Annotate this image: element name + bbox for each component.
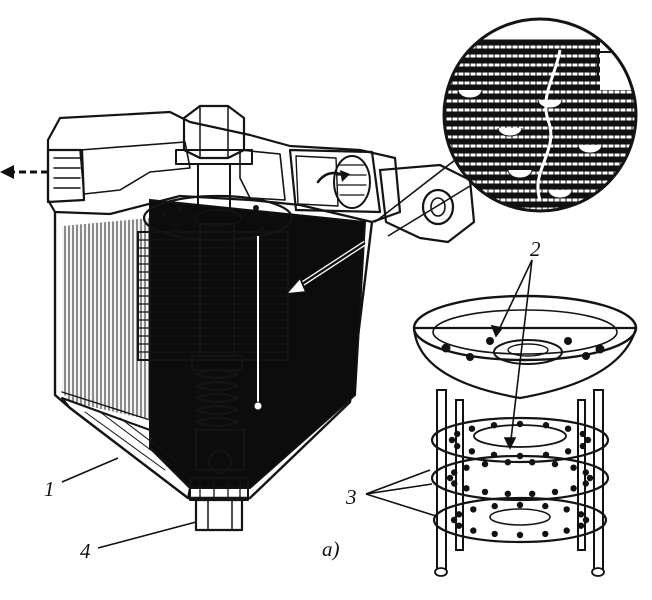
- washer-hole: [584, 436, 592, 444]
- filter-assembly: [0, 104, 476, 532]
- lens-flow-gap: [507, 169, 533, 179]
- washer-hole: [516, 501, 524, 509]
- washer-hole: [563, 506, 570, 513]
- washer-hole: [516, 452, 524, 460]
- label-3: 3: [345, 485, 357, 509]
- washer-hole: [504, 490, 511, 497]
- washer-plate-3c: [430, 416, 610, 464]
- washer-hole: [582, 516, 590, 524]
- washer-hole: [582, 480, 589, 487]
- washer-hole: [579, 442, 586, 450]
- washer-hole: [564, 448, 572, 455]
- washer-hole: [470, 506, 477, 513]
- spring: [191, 355, 243, 430]
- washer-hole: [481, 488, 489, 496]
- washer-hole: [491, 502, 498, 510]
- lens-layer-stripe: [444, 75, 636, 82]
- lens-layer-stripe: [444, 66, 636, 73]
- drain-plug: [189, 429, 249, 532]
- washer-hole: [582, 469, 589, 476]
- washer-hole: [451, 480, 458, 487]
- washer-hole: [542, 422, 550, 429]
- lens-flow-path: [536, 49, 562, 201]
- washer-hole: [491, 530, 498, 538]
- washer-hole: [570, 464, 577, 471]
- washer-hole: [468, 425, 476, 432]
- filter-plates-exploded: [412, 294, 638, 577]
- lens-flow-gap: [577, 144, 603, 154]
- top-dish: [412, 294, 638, 400]
- washer-hole: [529, 490, 536, 497]
- washer-hole: [446, 474, 454, 482]
- flow-arrow: [283, 240, 367, 296]
- leader-lines: [61, 259, 533, 549]
- lens-layer-stripe: [444, 147, 636, 154]
- lens-layer-stripe: [444, 138, 636, 145]
- washer-hole: [570, 485, 577, 492]
- label-1: 1: [44, 477, 55, 501]
- mounting-lug: [378, 163, 476, 244]
- washer-hole: [448, 436, 456, 444]
- lens-layer-stripe: [444, 111, 636, 118]
- lens-layer-stripe: [444, 129, 636, 136]
- washer-hole: [542, 530, 549, 538]
- washer-hole: [542, 502, 549, 510]
- detail-magnifier: [374, 17, 638, 237]
- lens-layer-stripe: [444, 93, 636, 100]
- lens-layer-stripe: [444, 183, 636, 190]
- outlet-flow-arrow: [0, 165, 50, 179]
- lens-layer-stripe: [444, 120, 636, 127]
- lens-layer-stripe: [444, 48, 636, 55]
- label-4: 4: [80, 539, 91, 563]
- figure-caption: a): [322, 537, 340, 561]
- washer-hole: [455, 522, 463, 529]
- washer-hole: [516, 420, 524, 428]
- washer-hole: [516, 531, 524, 539]
- washer-hole: [454, 430, 461, 438]
- washer-hole: [490, 451, 498, 458]
- washer-hole: [481, 460, 489, 468]
- washer-plate-3a: [432, 496, 608, 544]
- washer-hole: [454, 442, 461, 450]
- lens-layer-stripe: [444, 84, 636, 91]
- lens-layer-stripe: [444, 57, 636, 64]
- washer-hole: [563, 527, 570, 534]
- washer-hole: [551, 460, 559, 468]
- washer-hole: [490, 422, 498, 429]
- washer-hole: [577, 511, 585, 518]
- washer-hole: [470, 527, 477, 534]
- lens-flow-gap: [537, 99, 563, 109]
- washer-hole: [564, 425, 572, 432]
- washer-hole: [542, 451, 550, 458]
- washer-hole: [551, 488, 559, 496]
- lens-flow-gap: [547, 189, 573, 199]
- lens-flow-gap: [457, 89, 483, 99]
- lens-layer-stripe: [444, 39, 636, 46]
- lens-layer-stripe: [444, 156, 636, 163]
- housing-head: [46, 110, 402, 224]
- washer-hole: [451, 469, 458, 476]
- lens-flow-gap: [497, 127, 523, 137]
- washer-hole: [579, 430, 586, 438]
- washer-hole: [463, 485, 470, 492]
- label-2: 2: [530, 237, 541, 261]
- lens-layer-stripe: [444, 201, 636, 208]
- washer-hole: [450, 516, 458, 524]
- washer-hole: [586, 474, 594, 482]
- washer-hole: [455, 511, 463, 518]
- washer-hole: [577, 522, 585, 529]
- washer-hole: [463, 464, 470, 471]
- washer-hole: [468, 448, 476, 455]
